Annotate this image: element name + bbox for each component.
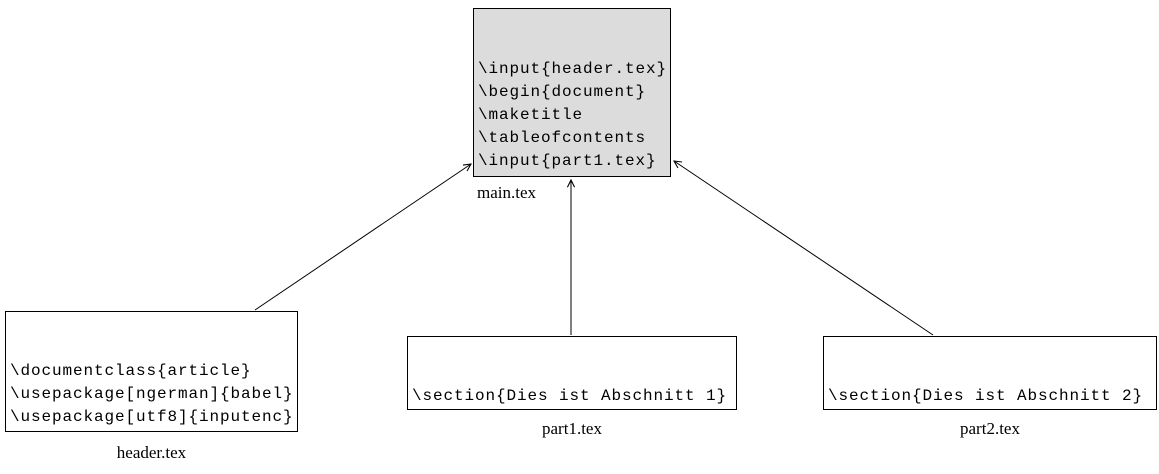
header-tex-code: \documentclass{article} \usepackage[ngerm… [10, 360, 294, 431]
main-tex-code: \input{header.tex} \begin{document} \maket… [478, 58, 668, 176]
edge-part2-to-main [674, 161, 934, 336]
code-line: \tableofcontents [478, 129, 647, 147]
part1-tex-label: part1.tex [542, 419, 602, 438]
header-tex-label: header.tex [116, 443, 187, 462]
part1-tex-box: \section{Dies ist Abschnitt 1} Hier ein A… [407, 336, 737, 410]
code-line: \usepackage[T1]{fontenc} [10, 429, 293, 431]
edge-header-to-main [254, 164, 471, 311]
part2-tex-code: \section{Dies ist Abschnitt 2} Hier ein A… [828, 385, 1152, 409]
code-line: \begin{document} [478, 83, 647, 101]
part1-tex-code: \section{Dies ist Abschnitt 1} Hier ein A… [412, 385, 732, 409]
main-tex-label: main.tex [477, 183, 537, 202]
code-line: \section{Dies ist Abschnitt 2} [828, 387, 1144, 405]
code-line: \section{Dies ist Abschnitt 1} [412, 387, 728, 405]
code-line: \usepackage[utf8]{inputenc} [10, 408, 294, 426]
code-line: \maketitle [478, 106, 584, 124]
code-line: \input{part1.tex} [478, 152, 657, 170]
code-line: \input{header.tex} [478, 60, 668, 78]
code-line: \documentclass{article} [10, 362, 252, 380]
code-line: \input{part2.tex} [478, 173, 666, 176]
part2-tex-box: \section{Dies ist Abschnitt 2} Hier ein A… [823, 336, 1157, 410]
header-tex-box: \documentclass{article} \usepackage[ngerm… [5, 311, 298, 432]
code-line: Hier ein Absatz zum [412, 408, 732, 409]
main-tex-box: \input{header.tex} \begin{document} \maket… [473, 8, 671, 177]
code-line: \usepackage[ngerman]{babel} [10, 385, 294, 403]
part2-tex-label: part2.tex [960, 419, 1020, 438]
code-line: Hier ein Absatz zum [828, 408, 1152, 409]
